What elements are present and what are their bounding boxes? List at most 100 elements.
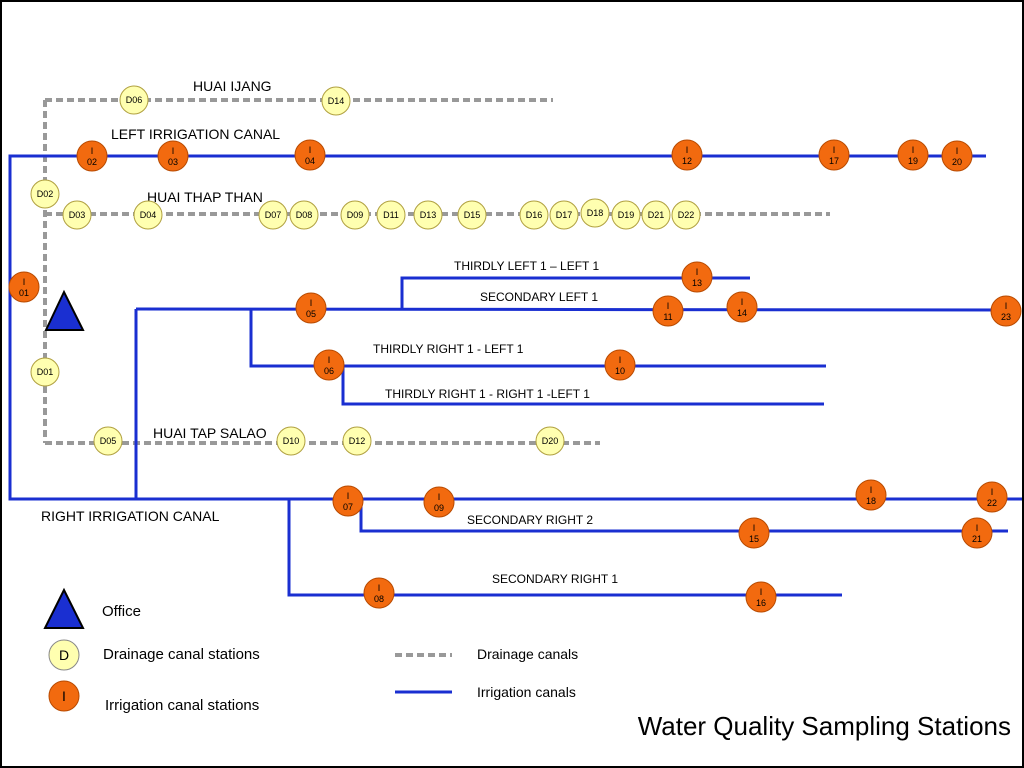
irrigation-station-07: I07 — [332, 485, 364, 517]
drainage-station-label: D12 — [349, 436, 366, 446]
label-right-irrigation-canal: RIGHT IRRIGATION CANAL — [41, 508, 220, 524]
irrigation-station-marker — [332, 485, 364, 517]
irrigation-station-22: I22 — [976, 481, 1008, 513]
drainage-station-marker — [93, 426, 123, 456]
irrigation-station-number: 12 — [682, 156, 692, 166]
irrigation-station-marker — [818, 139, 850, 171]
drainage-station-label: D11 — [383, 210, 399, 220]
drainage-station-label: D01 — [37, 367, 54, 377]
irrigation-station-prefix: I — [956, 146, 959, 156]
irrigation-station-prefix: I — [696, 267, 699, 277]
irrigation-station-prefix: I — [91, 146, 94, 156]
drainage-station-d22: D22 — [671, 200, 701, 230]
legend-irrigation-station-icon — [48, 680, 80, 712]
drainage-station-label: D15 — [464, 210, 481, 220]
drainage-station-d09: D09 — [340, 200, 370, 230]
legend: Office D Drainage canal stations I Irrig… — [43, 587, 578, 714]
irrigation-station-marker — [313, 349, 345, 381]
drainage-station-d10: D10 — [276, 426, 306, 456]
drainage-station-d15: D15 — [457, 200, 487, 230]
legend-drainage-canal-label: Drainage canals — [477, 646, 578, 662]
irrigation-station-12: I12 — [671, 139, 703, 171]
drainage-station-d19: D19 — [611, 200, 641, 230]
drainage-station-marker — [258, 200, 288, 230]
label-huai-thap-than: HUAI THAP THAN — [147, 189, 263, 205]
label-thirdly-left1-left1: THIRDLY LEFT 1 – LEFT 1 — [454, 259, 599, 273]
drainage-station-d20: D20 — [535, 426, 565, 456]
drainage-station-d04: D04 — [133, 200, 163, 230]
irrigation-station-marker — [294, 139, 326, 171]
irrigation-station-02: I02 — [76, 140, 108, 172]
irrigation-station-number: 13 — [692, 278, 702, 288]
irrigation-station-marker — [671, 139, 703, 171]
drainage-station-d07: D07 — [258, 200, 288, 230]
drainage-station-label: D03 — [69, 210, 86, 220]
drainage-station-label: D10 — [283, 436, 300, 446]
drainage-station-marker — [276, 426, 306, 456]
legend-irrigation-canal-label: Irrigation canals — [477, 684, 576, 700]
irrigation-station-marker — [726, 291, 758, 323]
irrigation-station-marker — [8, 271, 40, 303]
irrigation-station-05: I05 — [295, 292, 327, 324]
irrigation-station-prefix: I — [172, 146, 175, 156]
irrigation-station-04: I04 — [294, 139, 326, 171]
irrigation-station-marker — [897, 139, 929, 171]
irrigation-station-marker — [363, 577, 395, 609]
irrigation-station-number: 05 — [306, 309, 316, 319]
irrigation-station-23: I23 — [990, 295, 1022, 327]
map-title: Water Quality Sampling Stations — [638, 711, 1011, 741]
irrigation-station-number: 22 — [987, 498, 997, 508]
irrigation-station-prefix: I — [912, 145, 915, 155]
drainage-station-d13: D13 — [413, 200, 443, 230]
irrigation-station-prefix: I — [328, 355, 331, 365]
drainage-station-marker — [30, 357, 60, 387]
irrigation-station-08: I08 — [363, 577, 395, 609]
drainage-station-label: D09 — [347, 210, 364, 220]
irrigation-station-prefix: I — [741, 297, 744, 307]
irrigation-station-number: 19 — [908, 156, 918, 166]
legend-drainage-station-icon — [48, 639, 80, 671]
label-secondary-right1: SECONDARY RIGHT 1 — [492, 572, 618, 586]
irrigation-station-number: 18 — [866, 496, 876, 506]
irrigation-station-21: I21 — [961, 517, 993, 549]
irrigation-canal-thirdly-right1-right1-left1 — [341, 366, 824, 406]
drainage-station-label: D22 — [678, 210, 695, 220]
irrigation-station-14: I14 — [726, 291, 758, 323]
drainage-station-d05: D05 — [93, 426, 123, 456]
drainage-station-marker — [119, 85, 149, 115]
drainage-station-marker — [671, 200, 701, 230]
irrigation-station-prefix: I — [991, 487, 994, 497]
irrigation-station-prefix: I — [976, 523, 979, 533]
irrigation-station-marker — [681, 261, 713, 293]
irrigation-station-prefix: I — [753, 523, 756, 533]
drainage-station-d06: D06 — [119, 85, 149, 115]
drainage-station-label: D20 — [542, 436, 559, 446]
irrigation-station-marker — [738, 517, 770, 549]
drainage-station-d02: D02 — [30, 179, 60, 209]
irrigation-station-prefix: I — [438, 492, 441, 502]
irrigation-station-marker — [295, 292, 327, 324]
drainage-station-label: D13 — [420, 210, 437, 220]
drainage-station-label: D04 — [140, 210, 157, 220]
legend-irrigation-station-symbol: I — [62, 688, 66, 704]
irrigation-station-prefix: I — [309, 145, 312, 155]
irrigation-station-number: 07 — [343, 502, 353, 512]
irrigation-station-number: 15 — [749, 534, 759, 544]
drainage-station-marker — [549, 200, 579, 230]
drainage-station-label: D05 — [100, 436, 117, 446]
irrigation-station-marker — [157, 140, 189, 172]
irrigation-station-prefix: I — [1005, 301, 1008, 311]
irrigation-station-number: 11 — [663, 312, 672, 322]
irrigation-station-number: 10 — [615, 366, 625, 376]
drainage-station-marker — [641, 200, 671, 230]
irrigation-station-number: 23 — [1001, 312, 1011, 322]
irrigation-station-number: 14 — [737, 308, 747, 318]
office-marker — [44, 289, 85, 331]
canal-labels: HUAI IJANG LEFT IRRIGATION CANAL HUAI TH… — [41, 78, 618, 586]
drainage-station-d14: D14 — [321, 86, 351, 116]
label-secondary-right2: SECONDARY RIGHT 2 — [467, 513, 593, 527]
drainage-station-marker — [340, 200, 370, 230]
